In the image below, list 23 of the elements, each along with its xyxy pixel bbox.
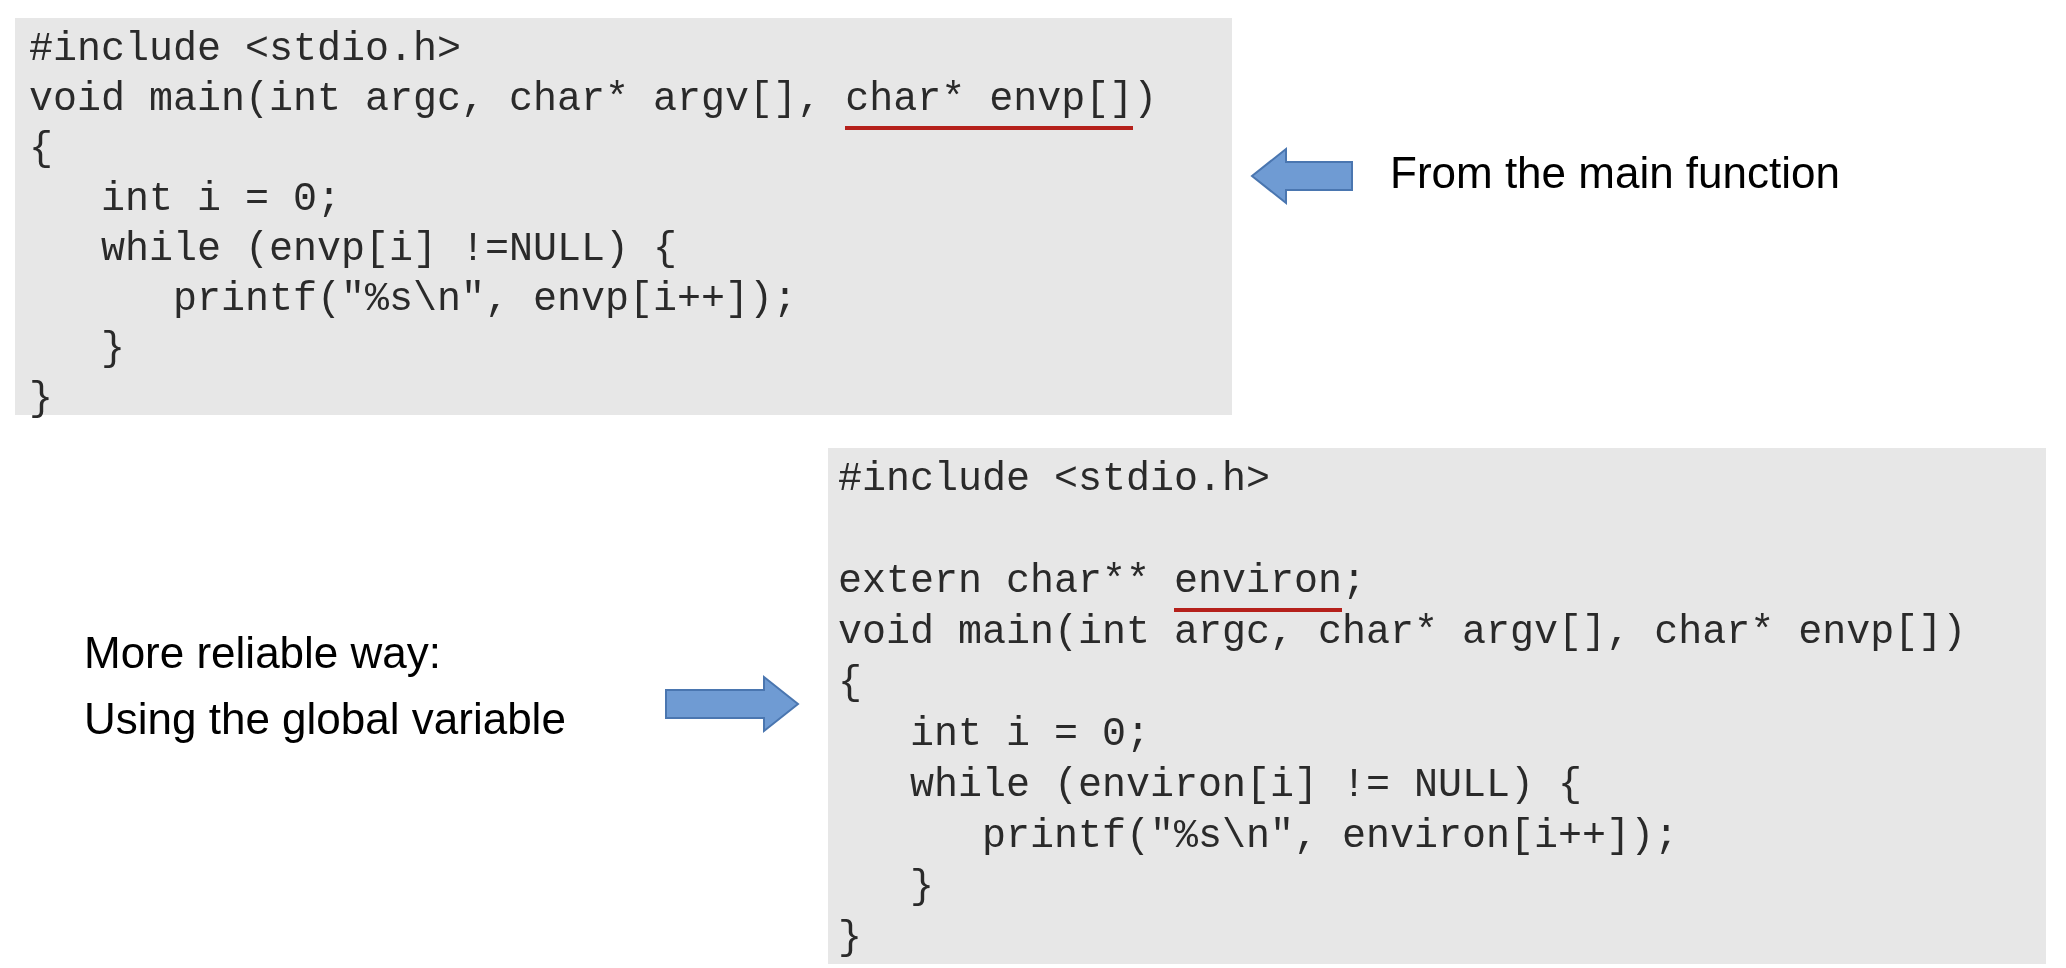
code-line: } bbox=[838, 916, 862, 961]
code-line: } bbox=[100, 327, 125, 372]
caption-text: From the main function bbox=[1390, 147, 1841, 199]
code-line: void main(int argc, char* argv[], char* envp[]) bbox=[29, 77, 1158, 122]
code-line: int i = 0; bbox=[100, 177, 342, 222]
code-line: printf("%s\n", environ[i++]); bbox=[981, 814, 1679, 859]
block-arrow bbox=[665, 674, 800, 734]
caption-text: Using the global variable bbox=[84, 693, 567, 745]
code-line: printf("%s\n", envp[i++]); bbox=[172, 277, 798, 322]
code-line: } bbox=[909, 865, 934, 910]
code-line: } bbox=[29, 377, 53, 422]
code-line: { bbox=[29, 127, 53, 172]
code-line: { bbox=[838, 661, 862, 706]
code-line: extern char** environ; bbox=[838, 559, 1367, 604]
block-arrow bbox=[1250, 146, 1353, 206]
code-line: void main(int argc, char* argv[], char* envp[]) bbox=[838, 610, 1967, 655]
code-line: #include <stdio.h> bbox=[29, 27, 462, 72]
caption-text: More reliable way: bbox=[84, 627, 443, 679]
code-line: #include <stdio.h> bbox=[838, 457, 1271, 502]
code-panel bbox=[828, 448, 2046, 964]
code-line: while (envp[i] !=NULL) { bbox=[100, 227, 678, 272]
code-line: while (environ[i] != NULL) { bbox=[909, 763, 1583, 808]
code-line: int i = 0; bbox=[909, 712, 1151, 757]
